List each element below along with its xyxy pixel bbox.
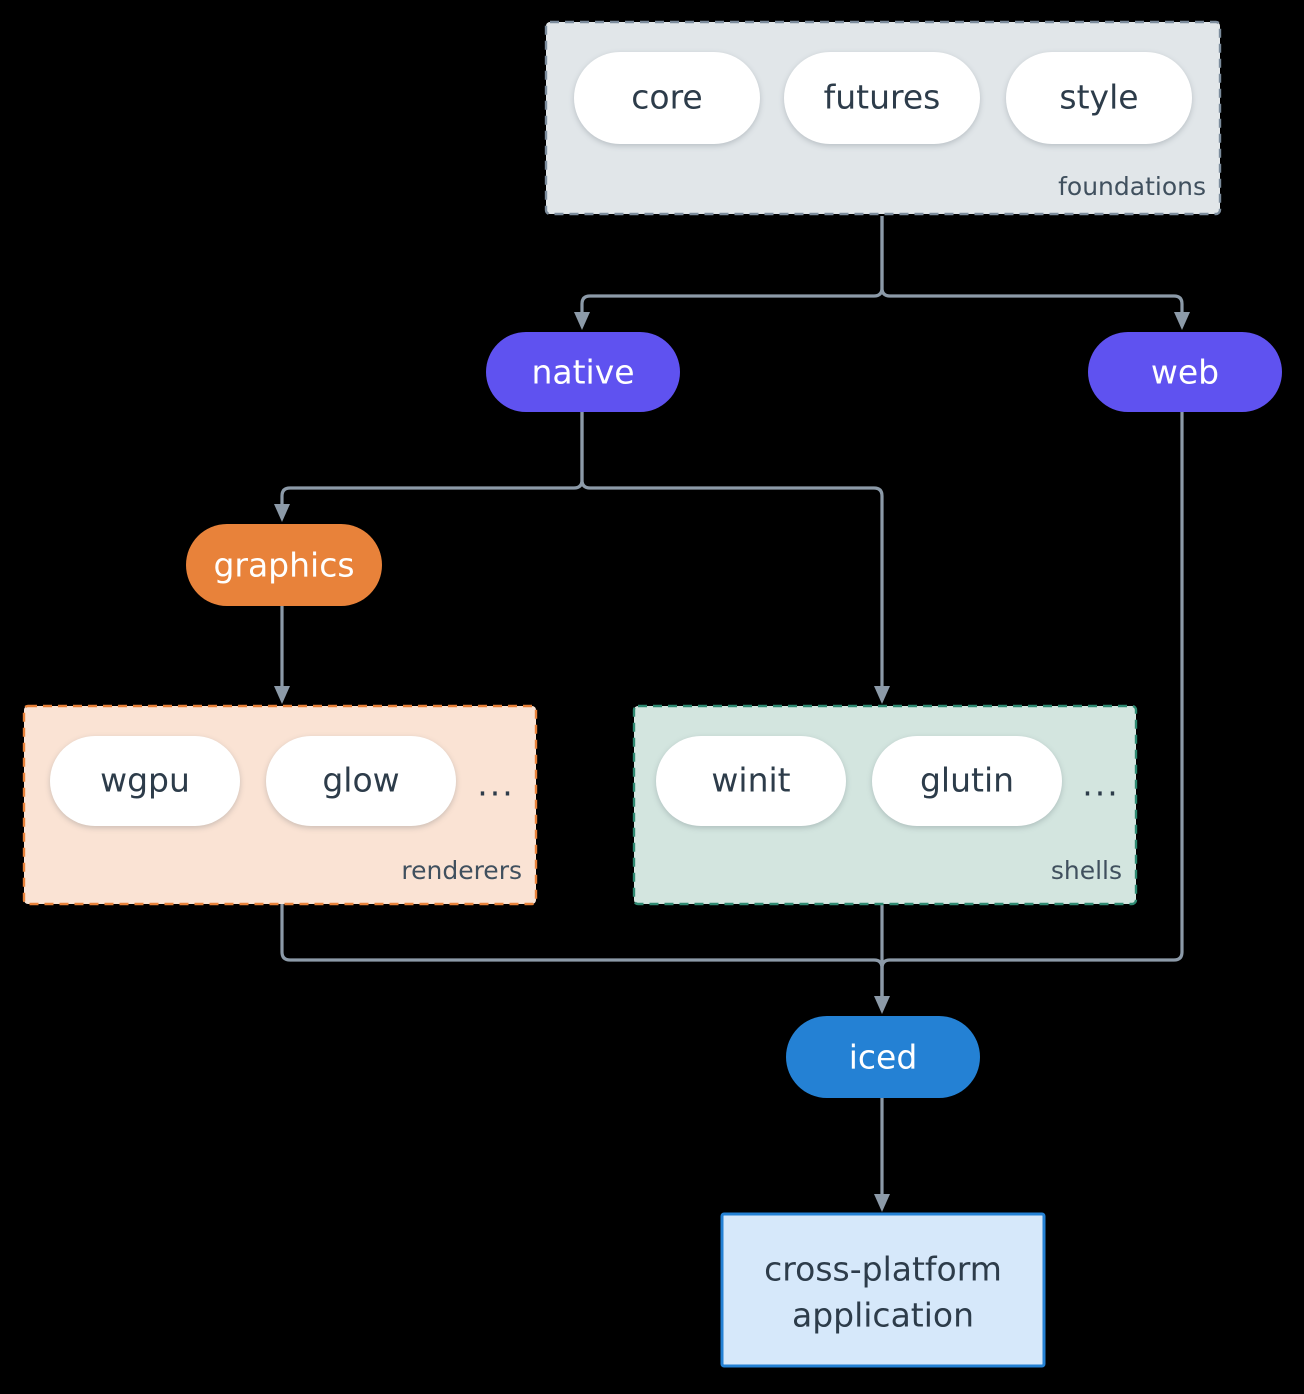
node-core-label: core (631, 78, 702, 117)
node-iced[interactable]: iced (786, 1016, 980, 1098)
edge-native-shells (580, 412, 884, 688)
shells-overflow-ellipsis: ... (1082, 765, 1119, 804)
edge-native-to-graphics-and-shells (274, 412, 890, 704)
arrowhead-graphics (274, 504, 290, 522)
node-futures-shape (784, 52, 980, 144)
node-application-label-line1: cross-platform (764, 1250, 1002, 1289)
node-futures[interactable]: futures (784, 52, 980, 144)
node-core-shape (574, 52, 760, 144)
node-glutin-shape (872, 736, 1062, 826)
renderers-overflow-ellipsis: ... (477, 765, 514, 804)
cluster-renderers[interactable]: wgpu glow ... renderers (22, 704, 538, 906)
node-web-label: web (1151, 353, 1219, 392)
node-iced-shape (786, 1016, 980, 1098)
node-wgpu-shape (50, 736, 240, 826)
node-futures-label: futures (824, 78, 941, 117)
arrowhead-web (1174, 312, 1190, 330)
arrowhead-shells (874, 686, 890, 704)
node-winit-label: winit (711, 761, 790, 800)
node-native[interactable]: native (486, 332, 680, 412)
cluster-foundations-label: foundations (1058, 172, 1206, 201)
edge-sources-to-iced (280, 412, 1184, 1014)
node-wgpu[interactable]: wgpu (50, 736, 240, 826)
node-winit[interactable]: winit (656, 736, 846, 826)
node-web-shape (1088, 332, 1282, 412)
node-glutin[interactable]: glutin (872, 736, 1062, 826)
node-application-label-line2: application (792, 1296, 974, 1335)
node-application-shape (720, 1212, 1046, 1368)
node-glow-shape (266, 736, 456, 826)
node-application[interactable]: cross-platform application (720, 1212, 1046, 1368)
arrowhead-application (874, 1194, 890, 1212)
node-graphics[interactable]: graphics (186, 524, 382, 606)
cluster-shells[interactable]: winit glutin ... shells (632, 704, 1138, 906)
edge-web-iced (880, 412, 1184, 1000)
arrowhead-native (574, 312, 590, 330)
node-native-label: native (531, 353, 634, 392)
cluster-renderers-label: renderers (401, 856, 522, 885)
node-native-shape (486, 332, 680, 412)
edge-foundations-web (880, 216, 1184, 316)
node-graphics-shape (186, 524, 382, 606)
edge-iced-to-application (874, 1097, 890, 1212)
node-wgpu-label: wgpu (100, 761, 190, 800)
edge-foundations-to-native-and-web (574, 216, 1190, 330)
arrowhead-iced (874, 996, 890, 1014)
arrowhead-renderers (274, 686, 290, 704)
node-winit-shape (656, 736, 846, 826)
node-style[interactable]: style (1006, 52, 1192, 144)
node-style-label: style (1059, 78, 1138, 117)
node-style-shape (1006, 52, 1192, 144)
node-graphics-label: graphics (213, 546, 354, 585)
node-glow[interactable]: glow (266, 736, 456, 826)
edge-graphics-to-renderers (274, 605, 290, 704)
node-glutin-label: glutin (920, 761, 1014, 800)
node-core[interactable]: core (574, 52, 760, 144)
cluster-shells-label: shells (1051, 856, 1122, 885)
node-web[interactable]: web (1088, 332, 1282, 412)
cluster-foundations[interactable]: core futures style foundations (544, 20, 1222, 216)
node-iced-label: iced (849, 1038, 918, 1077)
node-glow-label: glow (322, 761, 399, 800)
